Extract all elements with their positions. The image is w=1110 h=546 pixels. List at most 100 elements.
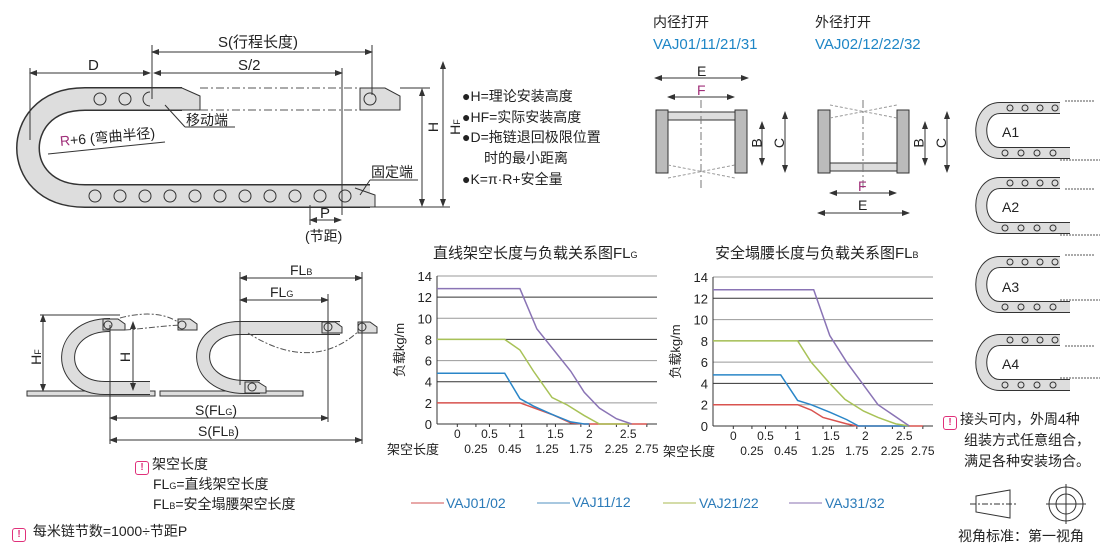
span-hf-label: HF [27,349,44,365]
inner-open-models: VAJ01/11/21/31 [653,36,758,53]
warning-icon: ! [943,416,957,430]
x-tick-label: 2.75 [635,442,659,456]
assembly-note-2: 组装方式任意组合， [964,432,1090,448]
x-tick-label: 1.25 [811,444,835,458]
h-label: H [425,121,442,133]
y-tick-label: 8 [425,332,432,347]
legend-vaj21-22: VAJ21/22 [699,495,759,511]
definition-d: ●D=拖链退回极限位置 [462,129,601,145]
assembly-note-1: !接头可内，外周4种 [943,412,1080,430]
chain-link [88,189,102,203]
y-tick-label: 0 [701,419,708,434]
y-tick-label: 6 [701,355,708,370]
chart-straight-span-load: 0246810121400.250.50.4511.251.51.7522.25… [387,269,659,457]
x-tick-label: 2 [862,429,869,443]
chain-link [113,189,127,203]
chart-title-flb: 安全塌腰长度与负载关系图FLB [715,245,919,262]
e-label: E [697,63,707,79]
fixed-end-label: 固定端 [371,164,413,180]
section-inner-open [654,75,788,190]
chart-sag-span-load: 0246810121400.250.50.4511.251.51.7522.25… [663,270,935,459]
span-dimension-lines [40,272,363,444]
chain-link [188,189,202,203]
hf-label: HF [446,119,463,135]
y-tick-label: 14 [694,270,708,285]
series-line-vaj01-02 [437,402,647,425]
x-axis-label: 架空长度 [387,442,439,457]
x-tick-label: 0.5 [757,429,774,443]
series-line-vaj11-12 [713,374,910,427]
legend-vaj31-32: VAJ31/32 [825,495,885,511]
half-stroke-label: S/2 [238,57,261,74]
x-tick-label: 0.25 [740,444,764,458]
b-label-outer: B [910,138,927,148]
chart-title-flg: 直线架空长度与负载关系图FLG [433,245,638,262]
span-note-flg: FLG=直线架空长度 [153,476,269,492]
definition-d-cont: 时的最小距离 [484,150,568,166]
warning-icon: ! [12,528,26,542]
x-tick-label: 0.5 [481,427,498,441]
x-tick-label: 1 [518,427,525,441]
x-tick-label: 2.5 [620,427,637,441]
s-flg-label: S(FLG) [195,402,238,418]
chain-link [263,189,277,203]
legend-vaj11-12: VAJ11/12 [572,494,631,510]
y-axis-label: 负载kg/m [668,324,683,378]
c-label: C [771,137,788,149]
assembly-a3: A3 [1002,279,1020,295]
x-tick-label: 0.25 [464,442,488,456]
span-note-title: !架空长度 [135,457,208,475]
series-line-vaj21-22 [713,340,910,427]
legend-vaj01-02: VAJ01/02 [446,495,506,511]
y-tick-label: 4 [701,376,708,391]
series-line-vaj21-22 [437,338,632,425]
y-tick-label: 10 [694,313,708,328]
cable-chain-side-view [15,87,401,208]
chain-link [213,189,227,203]
c-label-outer: C [933,137,950,149]
chain-link [163,189,177,203]
chain-link [138,189,152,203]
outer-open-models: VAJ02/12/22/32 [815,36,921,53]
mini-chain [975,256,1070,313]
span-note-flb: FLB=安全塌腰架空长度 [153,496,296,512]
x-tick-label: 0.45 [498,442,522,456]
assembly-type-chains [975,100,1100,391]
mini-chain [975,177,1070,234]
outer-open-title: 外径打开 [815,14,871,30]
y-tick-label: 10 [418,311,432,326]
x-tick-label: 0 [730,429,737,443]
x-tick-label: 1 [794,429,801,443]
x-tick-label: 2.25 [605,442,629,456]
pitch-label: P [320,205,331,222]
x-tick-label: 2.25 [881,444,905,458]
assembly-a2: A2 [1002,199,1020,215]
x-tick-label: 1.75 [845,444,869,458]
first-angle-projection-icon [970,484,1086,524]
inner-open-title: 内径打开 [653,14,709,30]
chain-link [238,189,252,203]
d-label: D [88,57,99,74]
definition-hf: ●HF=实际安装高度 [462,109,582,125]
flb-label: FLB [290,262,313,278]
y-tick-label: 14 [418,269,432,284]
x-tick-label: 0 [454,427,461,441]
b-label: B [748,138,765,148]
mini-chain [975,102,1070,159]
x-tick-label: 1.5 [823,429,840,443]
moving-end-label: 移动端 [186,112,228,128]
definition-h: ●H=理论安装高度 [462,88,573,104]
f-label-outer: F [858,178,867,194]
assembly-a1: A1 [1002,124,1020,140]
x-tick-label: 2 [586,427,593,441]
chain-link [313,189,327,203]
series-line-vaj31-32 [437,287,632,425]
e-label-outer: E [858,197,868,213]
dimension-lines [29,45,450,225]
stroke-length-label: S(行程长度) [218,34,298,51]
chain-link [288,189,302,203]
y-tick-label: 12 [694,291,708,306]
x-tick-label: 1.25 [535,442,559,456]
assembly-note-3: 满足各种安装场合。 [964,453,1090,469]
